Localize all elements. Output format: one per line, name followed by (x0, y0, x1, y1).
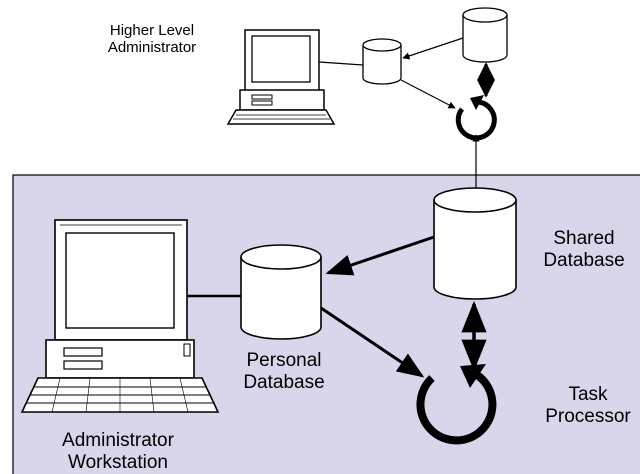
top-db-to-processor-arrow (400, 79, 456, 109)
higher-level-database-icon (362, 38, 402, 85)
shared-database-icon (433, 187, 517, 300)
higher-level-workstation-icon (226, 29, 336, 125)
higher-level-processor-icon (455, 95, 497, 141)
top-workstation-db-link (318, 61, 364, 66)
higher-level-admin-label: Higher Level Administrator (107, 22, 197, 57)
task-processor-icon (416, 364, 497, 445)
admin-workstation-label: Administrator Workstation (62, 430, 174, 473)
top-shared-to-db-arrow (402, 37, 464, 60)
shared-database-label: Shared Database (543, 228, 625, 271)
personal-to-processor-arrow (320, 306, 425, 378)
admin-workstation-icon (20, 219, 220, 413)
task-processor-label: Task Processor (545, 384, 631, 427)
shared-to-personal-arrow (325, 235, 435, 276)
personal-database-label: Personal Database (243, 350, 325, 393)
personal-database-icon (240, 244, 322, 340)
higher-level-shared-database-icon (462, 7, 508, 63)
